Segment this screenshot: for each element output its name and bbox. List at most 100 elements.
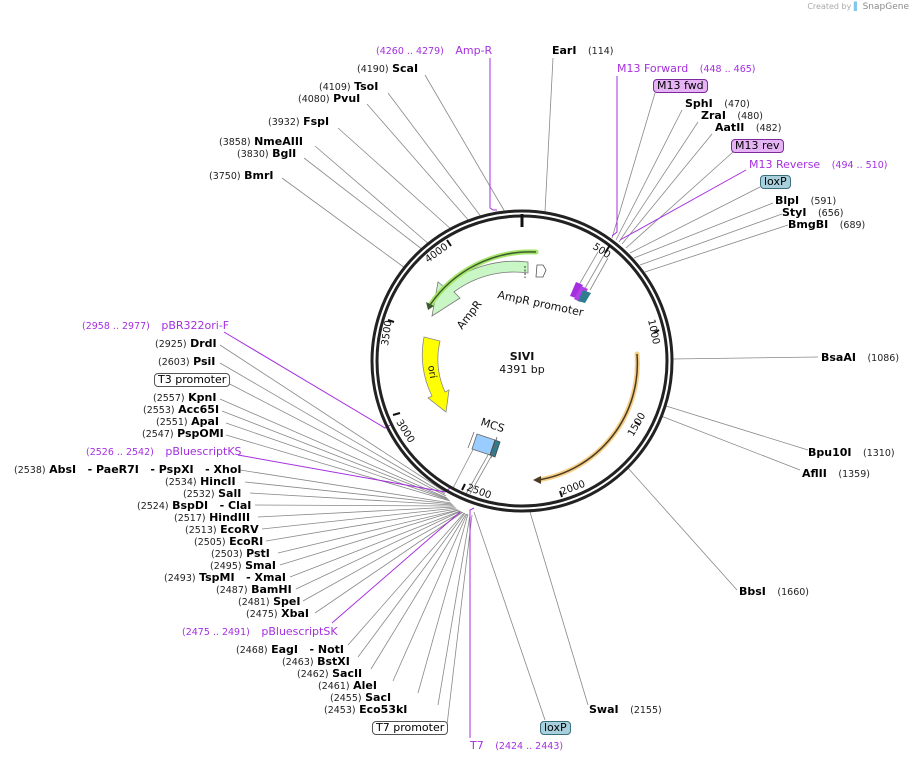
feature-ampr-direction xyxy=(426,249,539,310)
enzyme-bmri[interactable]: (3750) BmrI xyxy=(209,169,273,183)
enzyme-eagi[interactable]: (2468) EagI - NotI xyxy=(236,643,344,657)
enzyme-eco53ki[interactable]: (2453) Eco53kI xyxy=(324,703,407,717)
enzyme-name: SalI xyxy=(218,487,242,500)
enzyme-pos: (1359) xyxy=(838,469,870,480)
plasmid-name: SIVI xyxy=(510,350,535,363)
primer-m13-reverse[interactable]: M13 Reverse (494 .. 510) xyxy=(749,158,887,172)
primer-pbluescriptks[interactable]: (2526 .. 2542) pBluescriptKS xyxy=(86,445,242,459)
enzyme-smai[interactable]: (2495) SmaI xyxy=(210,559,276,573)
enzyme-absi[interactable]: (2538) AbsI - PaeR7I - PspXI - XhoI xyxy=(14,463,242,477)
enzyme-bbsi[interactable]: BbsI (1660) xyxy=(739,585,809,599)
enzyme-scai[interactable]: (4190) ScaI xyxy=(357,62,418,76)
enzyme-saci[interactable]: (2455) SacI xyxy=(330,691,391,705)
enzyme-psii[interactable]: (2603) PsiI xyxy=(158,355,215,369)
credit-text: Created by xyxy=(807,2,852,11)
feature-ampr[interactable] xyxy=(0,0,529,317)
enzyme-pos: (1086) xyxy=(867,353,900,364)
enzyme-isoschizomer: - PaeR7I xyxy=(87,463,139,476)
enzyme-bstxi[interactable]: (2463) BstXI xyxy=(282,655,350,669)
primer-connector-lines xyxy=(223,58,747,738)
enzyme-connector-lines xyxy=(219,57,819,726)
enzyme-nmeaiii[interactable]: (3858) NmeAIII xyxy=(219,135,303,149)
enzyme-pvui[interactable]: (4080) PvuI xyxy=(298,92,360,106)
primer-name: pBluescriptKS xyxy=(165,445,242,458)
enzyme-psti[interactable]: (2503) PstI xyxy=(211,547,270,561)
tag-loxp-bottom[interactable]: loxP xyxy=(540,721,571,735)
enzyme-pos: (2925) xyxy=(155,339,187,350)
enzyme-ecori[interactable]: (2505) EcoRI xyxy=(194,535,263,549)
enzyme-pos: (470) xyxy=(724,99,750,110)
enzyme-name: Acc65I xyxy=(178,403,220,416)
enzyme-bspdi[interactable]: (2524) BspDI - ClaI xyxy=(137,499,251,513)
enzyme-sacii[interactable]: (2462) SacII xyxy=(297,667,362,681)
tag-m13-rev[interactable]: M13 rev xyxy=(731,139,784,153)
enzyme-pspomi[interactable]: (2547) PspOMI xyxy=(142,427,224,441)
enzyme-bpu10i[interactable]: Bpu10I (1310) xyxy=(808,446,895,460)
primer-t7[interactable]: T7 (2424 .. 2443) xyxy=(470,739,563,753)
primer-pbluescriptsk[interactable]: (2475 .. 2491) pBluescriptSK xyxy=(182,625,338,639)
enzyme-eari[interactable]: EarI (114) xyxy=(552,44,614,58)
enzyme-bsaai[interactable]: BsaAI (1086) xyxy=(821,351,899,365)
tick-label-3500: 3500 xyxy=(380,320,394,347)
enzyme-ecorv[interactable]: (2513) EcoRV xyxy=(185,523,259,537)
enzyme-aatii[interactable]: AatII (482) xyxy=(715,121,781,135)
enzyme-pos: (2453) xyxy=(324,705,356,716)
enzyme-xbai[interactable]: (2475) XbaI xyxy=(246,607,309,621)
primer-m13-forward[interactable]: M13 Forward (448 .. 465) xyxy=(617,62,756,76)
enzyme-name: TspMI xyxy=(199,571,235,584)
snapgene-credit: Created by ▌ SnapGene xyxy=(807,2,909,12)
enzyme-pos: (3830) xyxy=(237,149,269,160)
enzyme-zrai[interactable]: ZraI (480) xyxy=(701,109,763,123)
enzyme-bamhi[interactable]: (2487) BamHI xyxy=(216,583,292,597)
feature-m13-loxp-cluster[interactable] xyxy=(570,282,591,303)
enzyme-pos: (1310) xyxy=(863,448,895,459)
tick-label-2000: 2000 xyxy=(559,479,587,498)
enzyme-name: BglI xyxy=(272,147,297,160)
enzyme-kpni[interactable]: (2557) KpnI xyxy=(153,391,216,405)
enzyme-pos: (2468) xyxy=(236,645,268,656)
enzyme-tspmi[interactable]: (2493) TspMI - XmaI xyxy=(164,571,286,585)
feature-mcs[interactable] xyxy=(467,431,501,459)
enzyme-name: KpnI xyxy=(188,391,217,404)
enzyme-pos: (2503) xyxy=(211,549,243,560)
enzyme-bgli[interactable]: (3830) BglI xyxy=(237,147,296,161)
enzyme-sphi[interactable]: SphI (470) xyxy=(685,97,750,111)
tag-loxp-top[interactable]: loxP xyxy=(760,175,791,189)
tag-t3-promoter[interactable]: T3 promoter xyxy=(154,373,231,387)
enzyme-name: ApaI xyxy=(191,415,219,428)
tag-m13-fwd[interactable]: M13 fwd xyxy=(653,79,708,93)
enzyme-acc65i[interactable]: (2553) Acc65I xyxy=(143,403,219,417)
enzyme-isoschizomer: - NotI xyxy=(309,643,345,656)
enzyme-name: BstXI xyxy=(317,655,350,668)
enzyme-hincii[interactable]: (2534) HincII xyxy=(165,475,236,489)
enzyme-name: PspOMI xyxy=(177,427,224,440)
enzyme-drdi[interactable]: (2925) DrdI xyxy=(155,337,217,351)
enzyme-swai[interactable]: SwaI (2155) xyxy=(589,703,662,717)
enzyme-aflii[interactable]: AflII (1359) xyxy=(802,467,870,481)
enzyme-pos: (2547) xyxy=(142,429,174,440)
enzyme-pos: (482) xyxy=(755,123,782,134)
feature-ampr-promoter[interactable] xyxy=(535,264,547,278)
primer-name: M13 Forward xyxy=(617,62,689,75)
enzyme-tsoi[interactable]: (4109) TsoI xyxy=(319,80,378,94)
enzyme-spei[interactable]: (2481) SpeI xyxy=(238,595,300,609)
enzyme-pos: (2493) xyxy=(164,573,196,584)
enzyme-pos: (2517) xyxy=(174,513,206,524)
enzyme-alei[interactable]: (2461) AleI xyxy=(318,679,377,693)
enzyme-fspi[interactable]: (3932) FspI xyxy=(268,115,329,129)
enzyme-styi[interactable]: StyI (656) xyxy=(782,206,844,220)
enzyme-blpi[interactable]: BlpI (591) xyxy=(775,194,836,208)
primer-pbr322ori-f[interactable]: (2958 .. 2977) pBR322ori-F xyxy=(82,319,229,333)
enzyme-name: EagI xyxy=(271,643,298,656)
enzyme-bmgbi[interactable]: BmgBI (689) xyxy=(788,218,865,232)
enzyme-hindiii[interactable]: (2517) HindIII xyxy=(174,511,250,525)
primer-range: (494 .. 510) xyxy=(831,160,888,171)
feature-ori[interactable] xyxy=(421,336,450,413)
tag-t7-promoter[interactable]: T7 promoter xyxy=(372,721,449,735)
enzyme-pos: (591) xyxy=(810,196,837,207)
credit-brand: SnapGene xyxy=(862,2,909,12)
primer-amp-r[interactable]: (4260 .. 4279) Amp-R xyxy=(376,44,492,58)
enzyme-apai[interactable]: (2551) ApaI xyxy=(156,415,219,429)
enzyme-name: EcoRV xyxy=(220,523,259,536)
enzyme-sali[interactable]: (2532) SalI xyxy=(183,487,241,501)
